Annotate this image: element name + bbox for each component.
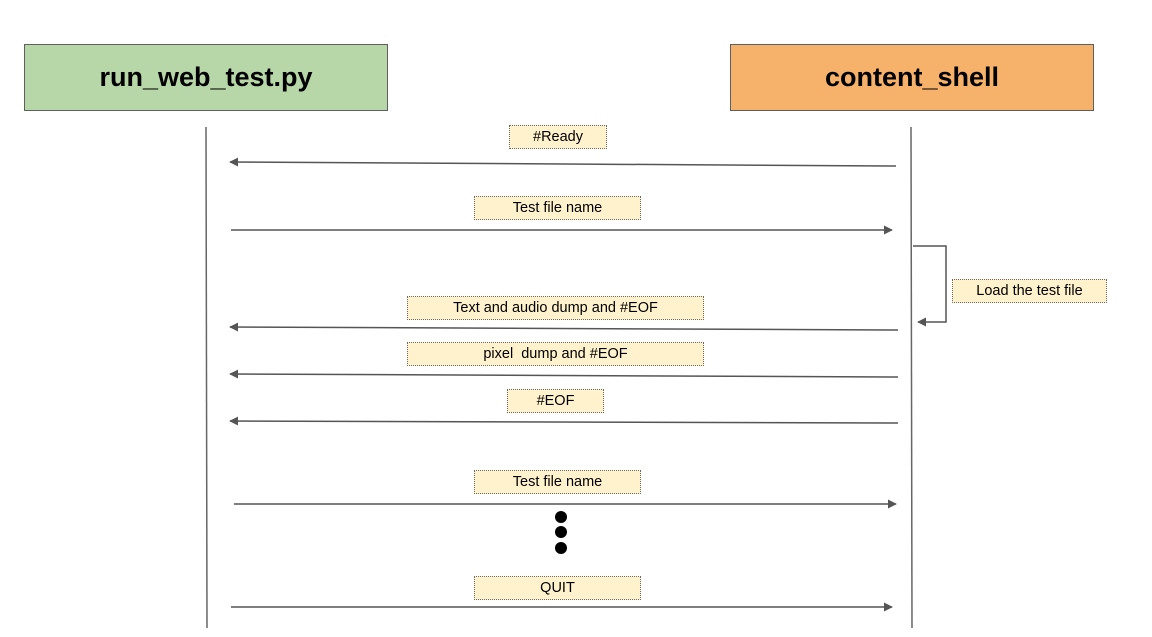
- message-note-quit: QUIT: [474, 576, 641, 600]
- actor-content-shell: content_shell: [730, 44, 1094, 111]
- lifeline-run-web-test: [205, 126, 208, 629]
- message-note-test-file-name-1: Test file name: [474, 196, 641, 220]
- message-note-pixel-dump: pixel dump and #EOF: [407, 342, 704, 366]
- message-arrow-pixel-dump: [229, 369, 899, 379]
- message-arrow-text-audio-dump: [229, 322, 899, 332]
- message-arrow-eof: [229, 416, 899, 426]
- lifeline-content-shell: [910, 126, 913, 629]
- message-note-text-audio-dump: Text and audio dump and #EOF: [407, 296, 704, 320]
- message-note-ready: #Ready: [509, 125, 607, 149]
- message-note-eof: #EOF: [507, 389, 604, 413]
- self-message-arrow-load-test-file: [913, 245, 947, 327]
- actor-run-web-test: run_web_test.py: [24, 44, 388, 111]
- continuation-dot: [555, 526, 567, 538]
- message-note-test-file-name-2: Test file name: [474, 470, 641, 494]
- self-message-note-load-test-file: Load the test file: [952, 279, 1107, 303]
- continuation-dot: [555, 511, 567, 523]
- message-arrow-ready: [229, 157, 897, 167]
- continuation-dot: [555, 542, 567, 554]
